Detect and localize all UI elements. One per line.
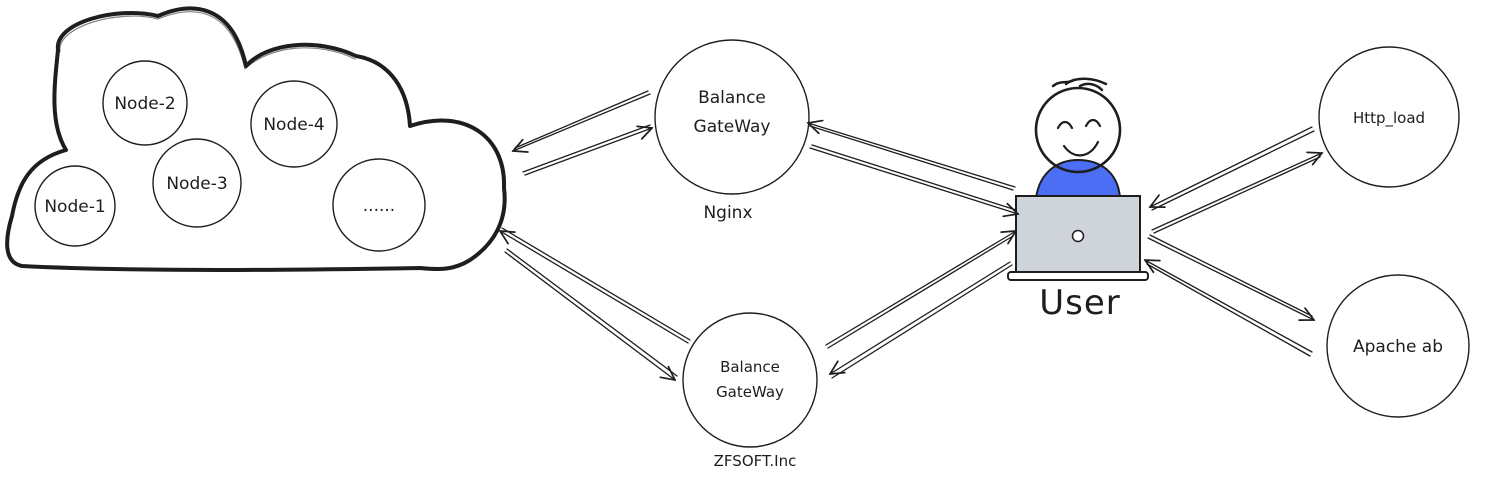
- node-3: Node-3: [152, 138, 242, 228]
- gateway-zfsoft-caption: ZFSOFT.Inc: [714, 452, 797, 470]
- tool-apache-ab-circle: [1326, 274, 1470, 418]
- arrow-cloud-to-gateway-nginx: [522, 124, 652, 176]
- tool-http-load: Http_load: [1318, 46, 1460, 188]
- tool-http-load-label: Http_load: [1353, 109, 1425, 128]
- node-more-label: ......: [363, 196, 395, 216]
- node-1-circle: [34, 165, 116, 247]
- user-label: User: [1039, 283, 1121, 323]
- cloud-cluster: Node-1 Node-2 Node-3 Node-4 ......: [5, 6, 507, 272]
- node-4: Node-4: [250, 80, 338, 168]
- gateway-zfsoft-line2: GateWay: [716, 383, 784, 401]
- arrow-gateway-nginx-to-cloud: [513, 90, 651, 151]
- laptop-base: [1007, 271, 1149, 281]
- arrow-user-to-gateway-zfsoft: [830, 261, 1013, 379]
- node-1-label: Node-1: [44, 197, 105, 217]
- tool-apache-ab: Apache ab: [1326, 274, 1470, 418]
- gateway-nginx-caption: Nginx: [703, 203, 752, 223]
- node-1: Node-1: [34, 165, 116, 247]
- user-shirt: [1034, 158, 1122, 199]
- user-head: [1034, 86, 1122, 174]
- arrow-user-to-http-load: [1151, 153, 1322, 234]
- gateway-zfsoft: Balance GateWay ZFSOFT.Inc: [682, 312, 818, 470]
- gateway-nginx: Balance GateWay Nginx: [654, 39, 810, 223]
- node-more-circle: [332, 158, 426, 252]
- connection-arrows: [500, 90, 1322, 380]
- node-3-circle: [152, 138, 242, 228]
- arrow-user-to-apache-ab: [1147, 234, 1314, 320]
- arrow-gateway-zfsoft-to-cloud: [500, 227, 691, 344]
- node-2-label: Node-2: [114, 94, 175, 114]
- node-3-label: Node-3: [166, 174, 227, 194]
- laptop-logo-icon: [1071, 229, 1085, 243]
- node-4-label: Node-4: [263, 115, 324, 135]
- gateway-nginx-line2: GateWay: [694, 117, 771, 137]
- arrow-http-load-to-user: [1150, 126, 1315, 211]
- user-hair-icon: [1051, 77, 1108, 92]
- arrow-gateway-zfsoft-to-user: [825, 231, 1016, 349]
- node-2: Node-2: [102, 60, 188, 146]
- gateway-zfsoft-circle: [682, 312, 818, 448]
- arrow-gateway-nginx-to-user: [809, 144, 1018, 214]
- gateway-zfsoft-line1: Balance: [720, 358, 780, 376]
- user-figure: User: [1007, 77, 1149, 323]
- cloud-outline-trace: [59, 11, 356, 70]
- gateway-nginx-line1: Balance: [698, 88, 766, 108]
- gateway-nginx-circle: [654, 39, 810, 195]
- node-4-circle: [250, 80, 338, 168]
- node-more: ......: [332, 158, 426, 252]
- user-face-icon: [1056, 118, 1102, 157]
- cloud-outline: [5, 6, 507, 272]
- arrow-apache-ab-to-user: [1145, 260, 1313, 357]
- node-2-circle: [102, 60, 188, 146]
- arrow-cloud-to-gateway-zfsoft: [504, 248, 678, 380]
- tool-apache-ab-label: Apache ab: [1353, 337, 1443, 357]
- tool-http-load-circle: [1318, 46, 1460, 188]
- arrow-user-to-gateway-nginx: [808, 123, 1016, 191]
